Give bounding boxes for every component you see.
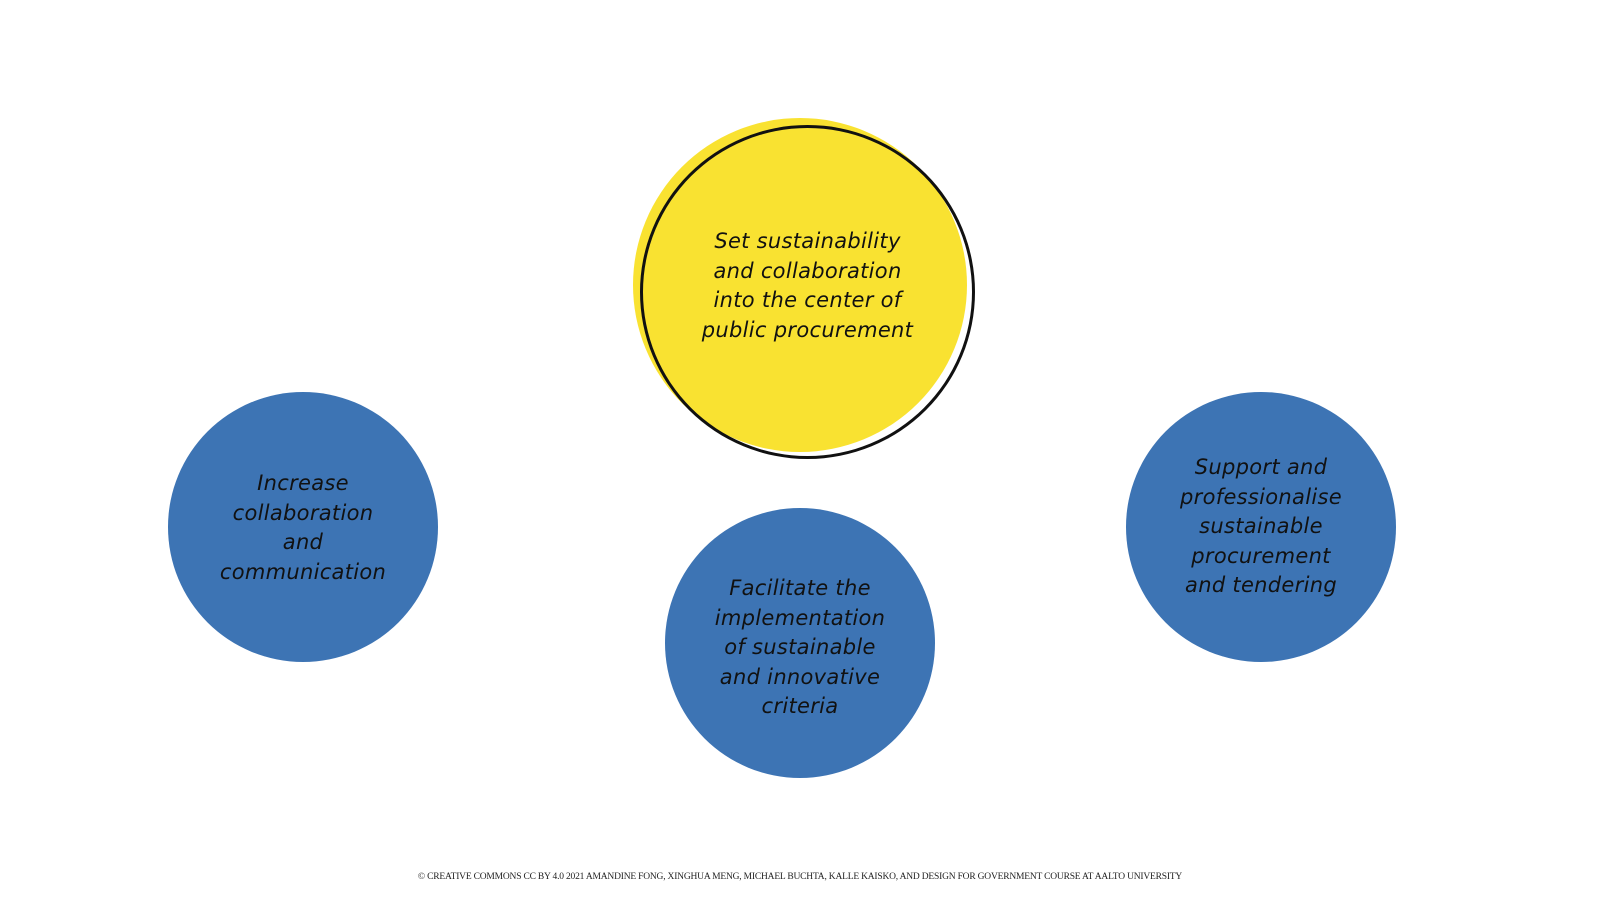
- goal-label: Facilitate the implementation of sustain…: [715, 564, 886, 722]
- goal-line: procurement: [1191, 543, 1331, 568]
- center-goal-line: Set sustainability: [714, 229, 901, 253]
- goal-circle-collaboration: Increase collaboration and communication: [168, 392, 438, 662]
- center-goal-line: into the center of: [713, 288, 902, 312]
- goal-line: collaboration: [232, 500, 374, 525]
- goal-line: sustainable: [1199, 514, 1323, 539]
- center-goal-line: public procurement: [701, 317, 914, 342]
- goal-line: Increase: [257, 471, 349, 495]
- center-goal-label: Set sustainability and collaboration int…: [702, 227, 913, 345]
- goal-line: professionalise: [1180, 484, 1342, 509]
- goal-line: and innovative: [719, 664, 881, 689]
- goal-line: communication: [219, 559, 387, 584]
- goal-label: Support and professionalise sustainable …: [1180, 453, 1342, 601]
- goal-line: criteria: [761, 694, 839, 719]
- goal-line: implementation: [714, 605, 886, 630]
- goal-line: Facilitate the: [729, 576, 871, 601]
- center-goal: Set sustainability and collaboration int…: [640, 125, 975, 459]
- goal-circle-professionalise: Support and professionalise sustainable …: [1126, 392, 1396, 662]
- goal-circle-implementation: Facilitate the implementation of sustain…: [665, 508, 935, 778]
- copyright-footer: © CREATIVE COMMONS CC BY 4.0 2021 AMANDI…: [417, 872, 1183, 882]
- goal-line: and: [282, 530, 324, 554]
- goal-line: Support and: [1194, 455, 1328, 480]
- goal-line: and tendering: [1185, 573, 1337, 598]
- goal-label: Increase collaboration and communication: [220, 467, 386, 587]
- center-goal-line: and collaboration: [713, 258, 902, 283]
- center-goal-ring: [640, 125, 975, 459]
- goal-line: of sustainable: [724, 635, 876, 660]
